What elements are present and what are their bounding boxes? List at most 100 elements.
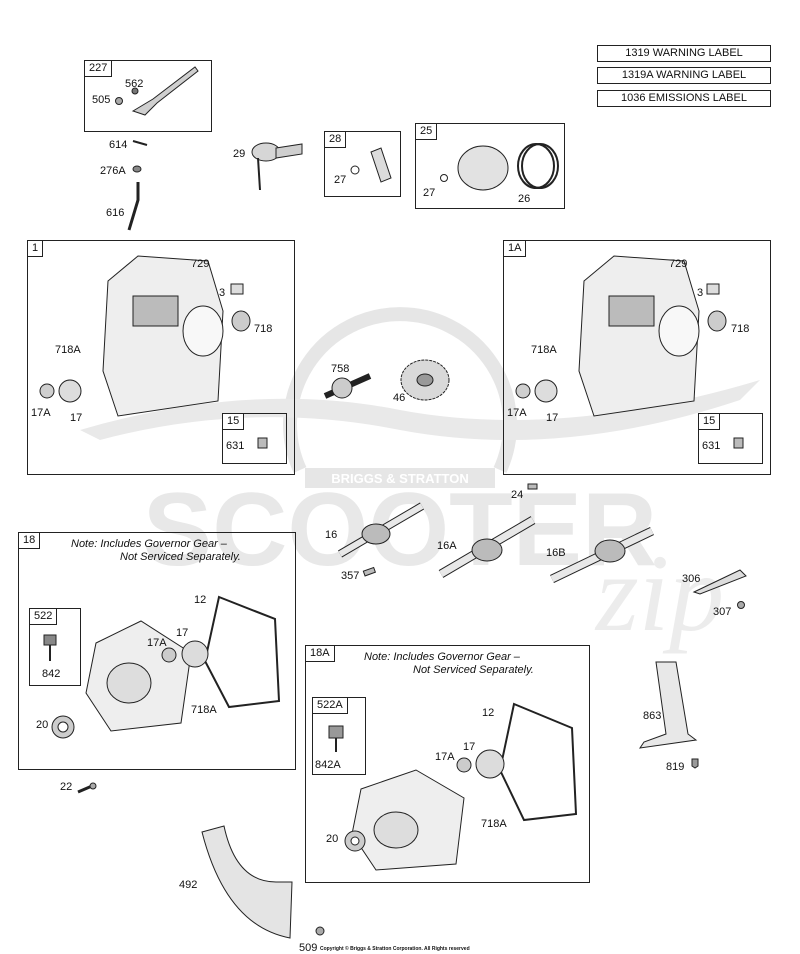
screw-509-part[interactable] — [314, 925, 326, 937]
label-863: 863 — [643, 710, 662, 722]
label-631-block1a: 631 — [702, 440, 721, 452]
box-15-block1[interactable]: 15 — [222, 413, 287, 464]
washer-276a-part[interactable] — [132, 164, 142, 174]
label-718a-box18a: 718A — [481, 818, 507, 830]
label-718a-box18: 718A — [191, 704, 217, 716]
piston-rings-part[interactable] — [438, 138, 559, 198]
label-718-block1a: 718 — [731, 323, 750, 335]
control-lever-part[interactable] — [105, 63, 205, 127]
nut-819-part[interactable] — [690, 757, 700, 769]
bracket-306-part[interactable] — [690, 566, 748, 596]
note-box-18-line1: Note: Includes Governor Gear – — [71, 538, 227, 550]
plug-631-block1a-part[interactable] — [731, 434, 747, 454]
label-12-box18: 12 — [194, 594, 207, 606]
crankshaft-16a-part[interactable] — [437, 510, 537, 582]
seal-20-box18-part[interactable] — [49, 713, 77, 741]
key-24-part[interactable] — [526, 482, 540, 492]
box-522[interactable]: 522 — [29, 608, 81, 686]
box-28[interactable]: 28 — [324, 131, 401, 197]
crankcase-cover-18-part[interactable] — [81, 613, 196, 733]
seal-3-part[interactable] — [228, 281, 253, 341]
box-15-block1a[interactable]: 15 — [698, 413, 763, 464]
bracket-863-part[interactable] — [636, 658, 700, 750]
label-614: 614 — [109, 139, 128, 151]
connecting-rod-29-part[interactable] — [248, 130, 308, 192]
label-492: 492 — [179, 879, 198, 891]
piston-pin-part[interactable] — [347, 142, 395, 190]
crankshaft-16b-part[interactable] — [548, 525, 656, 585]
label-842: 842 — [42, 668, 61, 680]
dipstick-522a-part[interactable] — [325, 722, 355, 754]
label-16a: 16A — [437, 540, 457, 552]
label-17-box18: 17 — [176, 627, 189, 639]
label-758: 758 — [331, 363, 350, 375]
box-25[interactable]: 25 — [415, 123, 565, 209]
watermark-bar — [305, 468, 495, 488]
warning-label-1319a[interactable]: 1319A WARNING LABEL — [597, 67, 771, 84]
note-box-18-line2: Not Serviced Separately. — [120, 551, 241, 563]
label-505: 505 — [92, 94, 111, 106]
label-16: 16 — [325, 529, 338, 541]
box-522a[interactable]: 522A — [312, 697, 366, 775]
camshaft-758-part[interactable] — [320, 366, 375, 408]
label-3-block1a: 3 — [697, 287, 704, 299]
crankcase-cover-18a-part[interactable] — [346, 764, 471, 874]
label-307: 307 — [713, 606, 732, 618]
label-718-block1: 718 — [254, 323, 273, 335]
bearing-seal-1-part[interactable] — [38, 376, 83, 406]
warning-label-1319[interactable]: 1319 WARNING LABEL — [597, 45, 771, 62]
box-227-tag: 227 — [85, 61, 113, 77]
box-522a-tag: 522A — [313, 698, 348, 714]
label-17a-box18: 17A — [147, 637, 167, 649]
key-357-part[interactable] — [362, 566, 378, 578]
emissions-label-1036[interactable]: 1036 EMISSIONS LABEL — [597, 90, 771, 107]
baffle-492-part[interactable] — [196, 822, 296, 940]
box-1[interactable]: 1 — [27, 240, 295, 475]
bearing-17-box18a-part[interactable] — [454, 746, 509, 782]
box-227[interactable]: 227 — [84, 60, 212, 132]
cylinder-block-1a-part[interactable] — [574, 251, 704, 421]
governor-shaft-616-part[interactable] — [124, 180, 144, 234]
dipstick-522-part[interactable] — [40, 631, 70, 663]
note-box-18a-line2: Not Serviced Separately. — [413, 664, 534, 676]
box-1-tag: 1 — [28, 241, 44, 257]
bearing-seal-1a-part[interactable] — [514, 376, 559, 406]
label-562: 562 — [125, 78, 144, 90]
label-509: 509 — [299, 942, 318, 954]
box-18a[interactable]: 18A Note: Includes Governor Gear – Not S… — [305, 645, 590, 883]
screw-307-part[interactable] — [736, 600, 746, 612]
box-1a[interactable]: 1A — [503, 240, 771, 475]
box-522-tag: 522 — [30, 609, 58, 625]
label-718a-block1a: 718A — [531, 344, 557, 356]
cam-gear-46-part[interactable] — [397, 356, 457, 404]
plug-631-block1-part[interactable] — [255, 434, 271, 454]
label-819: 819 — [666, 761, 685, 773]
cylinder-block-1-part[interactable] — [98, 251, 228, 421]
screw-22-part[interactable] — [76, 782, 98, 796]
seal-3-1a-part[interactable] — [704, 281, 729, 341]
bearing-17-box18-part[interactable] — [159, 637, 214, 671]
box-1a-tag: 1A — [504, 241, 527, 257]
box-18[interactable]: 18 Note: Includes Governor Gear – Not Se… — [18, 532, 296, 770]
label-17-block1a: 17 — [546, 412, 559, 424]
label-616: 616 — [106, 207, 125, 219]
label-12-box18a: 12 — [482, 707, 495, 719]
label-3-block1: 3 — [219, 287, 226, 299]
label-306: 306 — [682, 573, 701, 585]
label-24: 24 — [511, 489, 524, 501]
label-357: 357 — [341, 570, 360, 582]
label-17-box18a: 17 — [463, 741, 476, 753]
seal-20-box18a-part[interactable] — [342, 828, 368, 854]
box-28-tag: 28 — [325, 132, 347, 148]
label-27-pin: 27 — [334, 174, 347, 186]
label-20-box18: 20 — [36, 719, 49, 731]
pin-614-part[interactable] — [132, 138, 148, 148]
label-16b: 16B — [546, 547, 566, 559]
watermark-line1: BRIGGS & STRATTON — [331, 471, 468, 486]
label-276a: 276A — [100, 165, 126, 177]
box-15-tag-block1a: 15 — [699, 414, 721, 430]
crankshaft-16-part[interactable] — [336, 498, 426, 560]
label-631-block1: 631 — [226, 440, 245, 452]
label-718a-block1: 718A — [55, 344, 81, 356]
